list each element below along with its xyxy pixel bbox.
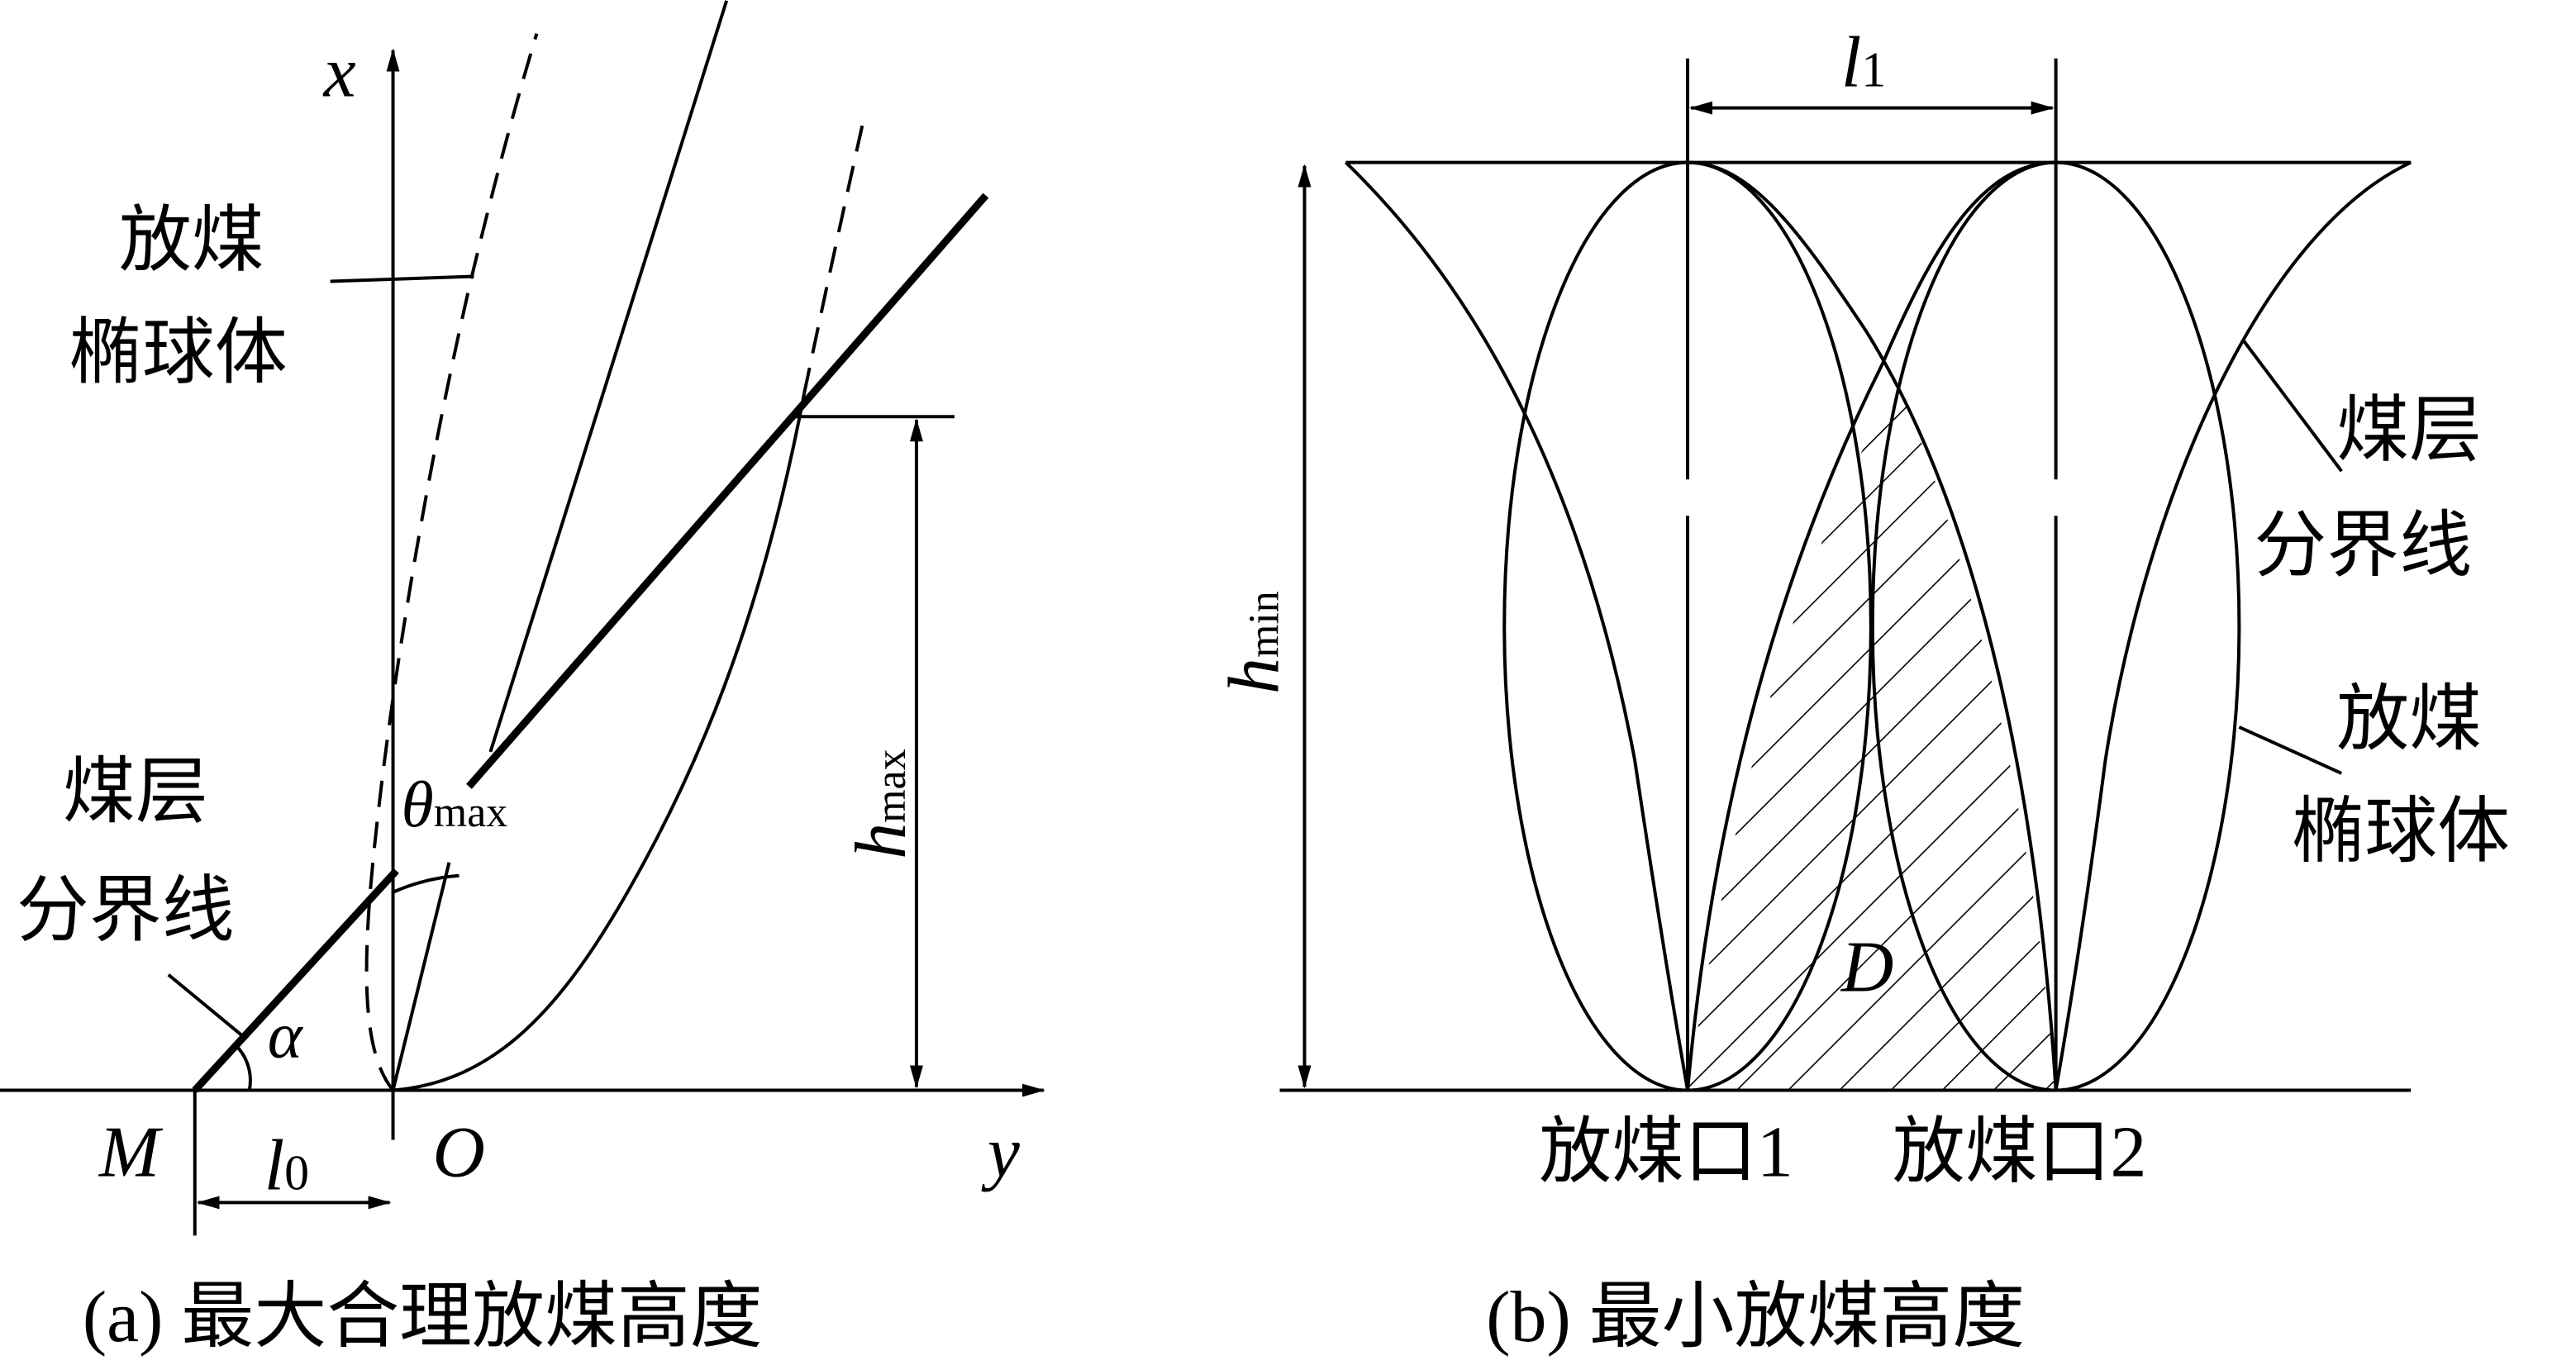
outlet-1-label: 放煤口1 <box>1539 1112 1793 1192</box>
origin-label: O <box>432 1112 484 1192</box>
point-m-label: M <box>98 1112 164 1192</box>
draw-boundary-curve-dashed <box>802 119 865 394</box>
y-axis-label: y <box>981 1112 1021 1192</box>
seam-label-line2: 分界线 <box>17 872 235 952</box>
panel-b: l1 hmin D 煤层 分界线 放煤 椭球体 放煤口1 放煤口2 (b) 最小… <box>1215 23 2511 1358</box>
theta-label: θmax <box>402 768 508 841</box>
region-d-label: D <box>1840 928 1893 1008</box>
seam-label-line1: 煤层 <box>63 753 208 833</box>
ellipsoid-label-line2: 椭球体 <box>69 313 288 393</box>
seam-boundary-left <box>1345 161 1690 1091</box>
seam-label-b-line2: 分界线 <box>2254 507 2472 587</box>
seam-leader <box>167 973 245 1039</box>
hmax-label: hmax <box>841 749 921 858</box>
draw-boundary-curve <box>393 392 807 1092</box>
x-axis-label: x <box>322 33 356 113</box>
ellipsoid-label-b-line1: 放煤 <box>2336 680 2482 760</box>
ellipsoid-label-line1: 放煤 <box>119 201 264 281</box>
seam-boundary-inner-1 <box>1688 160 2058 1091</box>
outlet-2-label: 放煤口2 <box>1893 1112 2147 1192</box>
l1-label: l1 <box>1841 23 1886 103</box>
seam-boundary-upper <box>466 193 989 789</box>
ellipsoid-leader-b <box>2238 725 2343 775</box>
hmin-label: hmin <box>1215 591 1295 694</box>
theta-ray <box>391 862 451 1092</box>
ellipsoid-dashed <box>364 33 539 1092</box>
seam-boundary-right <box>2054 160 2412 1091</box>
caption-b: (b) 最小放煤高度 <box>1486 1277 2025 1358</box>
caption-a: (a) 最大合理放煤高度 <box>83 1277 763 1358</box>
l0-label: l0 <box>264 1125 309 1206</box>
seam-label-b-line1: 煤层 <box>2336 391 2482 471</box>
seam-boundary-inner-2 <box>1686 160 2056 1091</box>
panel-a: x y O M α θmax hmax l0 放煤 椭球体 煤层 分界线 <box>0 0 1045 1358</box>
alpha-label: α <box>268 1000 304 1072</box>
alpha-arc <box>235 1044 252 1091</box>
ellipsoid-label-b-line2: 椭球体 <box>2292 792 2510 873</box>
ellipsoid-leader <box>330 274 474 283</box>
seam-leader-b <box>2240 338 2343 473</box>
theta-arc <box>392 873 459 894</box>
limit-line <box>488 0 729 753</box>
seam-boundary-lower <box>192 868 399 1093</box>
